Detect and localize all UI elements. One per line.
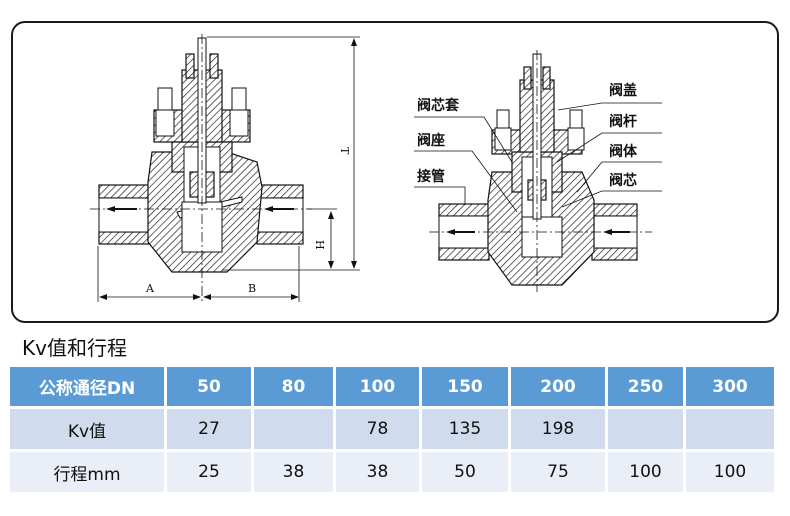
label-valve-seat: 阀座 [417, 132, 445, 149]
table-cell: 75 [511, 452, 605, 492]
table-cell: 135 [422, 409, 508, 449]
header-cell: 公称通径DN [10, 367, 164, 406]
valve-diagram: T H A B [90, 34, 662, 302]
label-bonnet: 阀盖 [609, 82, 637, 99]
header-cell: 200 [511, 367, 605, 406]
table-cell: 78 [336, 409, 419, 449]
table-cell [686, 409, 774, 449]
header-cell: 150 [422, 367, 508, 406]
header-cell: 300 [686, 367, 774, 406]
table-cell: 38 [336, 452, 419, 492]
table-cell: 100 [608, 452, 683, 492]
valve-diagram-panel: T H A B [11, 21, 779, 323]
label-valve-body: 阀体 [609, 143, 638, 160]
label-valve-core: 阀芯 [609, 172, 637, 189]
table-cell: 100 [686, 452, 774, 492]
table-row: 行程mm 25 38 38 50 75 100 100 [10, 452, 774, 492]
left-valve-drawing: T H A B [90, 34, 360, 302]
header-cell: 80 [254, 367, 333, 406]
section-title: Kv值和行程 [22, 336, 127, 360]
header-cell: 100 [336, 367, 419, 406]
table-header-row: 公称通径DN 50 80 100 150 200 250 300 [10, 367, 774, 406]
label-valve-core-sleeve: 阀芯套 [417, 97, 459, 114]
label-valve-stem: 阀杆 [609, 113, 637, 130]
dimension-label-t: T [338, 147, 351, 155]
table-cell: 50 [422, 452, 508, 492]
table-cell [254, 409, 333, 449]
dimension-label-a: A [145, 282, 155, 295]
kv-stroke-table: 公称通径DN 50 80 100 150 200 250 300 Kv值 27 … [7, 364, 777, 495]
right-valve-drawing: 阀芯套 阀座 接管 阀盖 阀杆 阀体 阀芯 [414, 50, 662, 292]
label-connecting-pipe: 接管 [417, 168, 445, 185]
row-label: Kv值 [10, 409, 164, 449]
header-cell: 250 [608, 367, 683, 406]
row-label: 行程mm [10, 452, 164, 492]
table-cell: 27 [167, 409, 251, 449]
table-cell: 25 [167, 452, 251, 492]
header-cell: 50 [167, 367, 251, 406]
dimension-label-b: B [248, 282, 256, 295]
table-row: Kv值 27 78 135 198 [10, 409, 774, 449]
table-cell [608, 409, 683, 449]
table-cell: 38 [254, 452, 333, 492]
table-cell: 198 [511, 409, 605, 449]
dimension-label-h: H [313, 240, 326, 250]
